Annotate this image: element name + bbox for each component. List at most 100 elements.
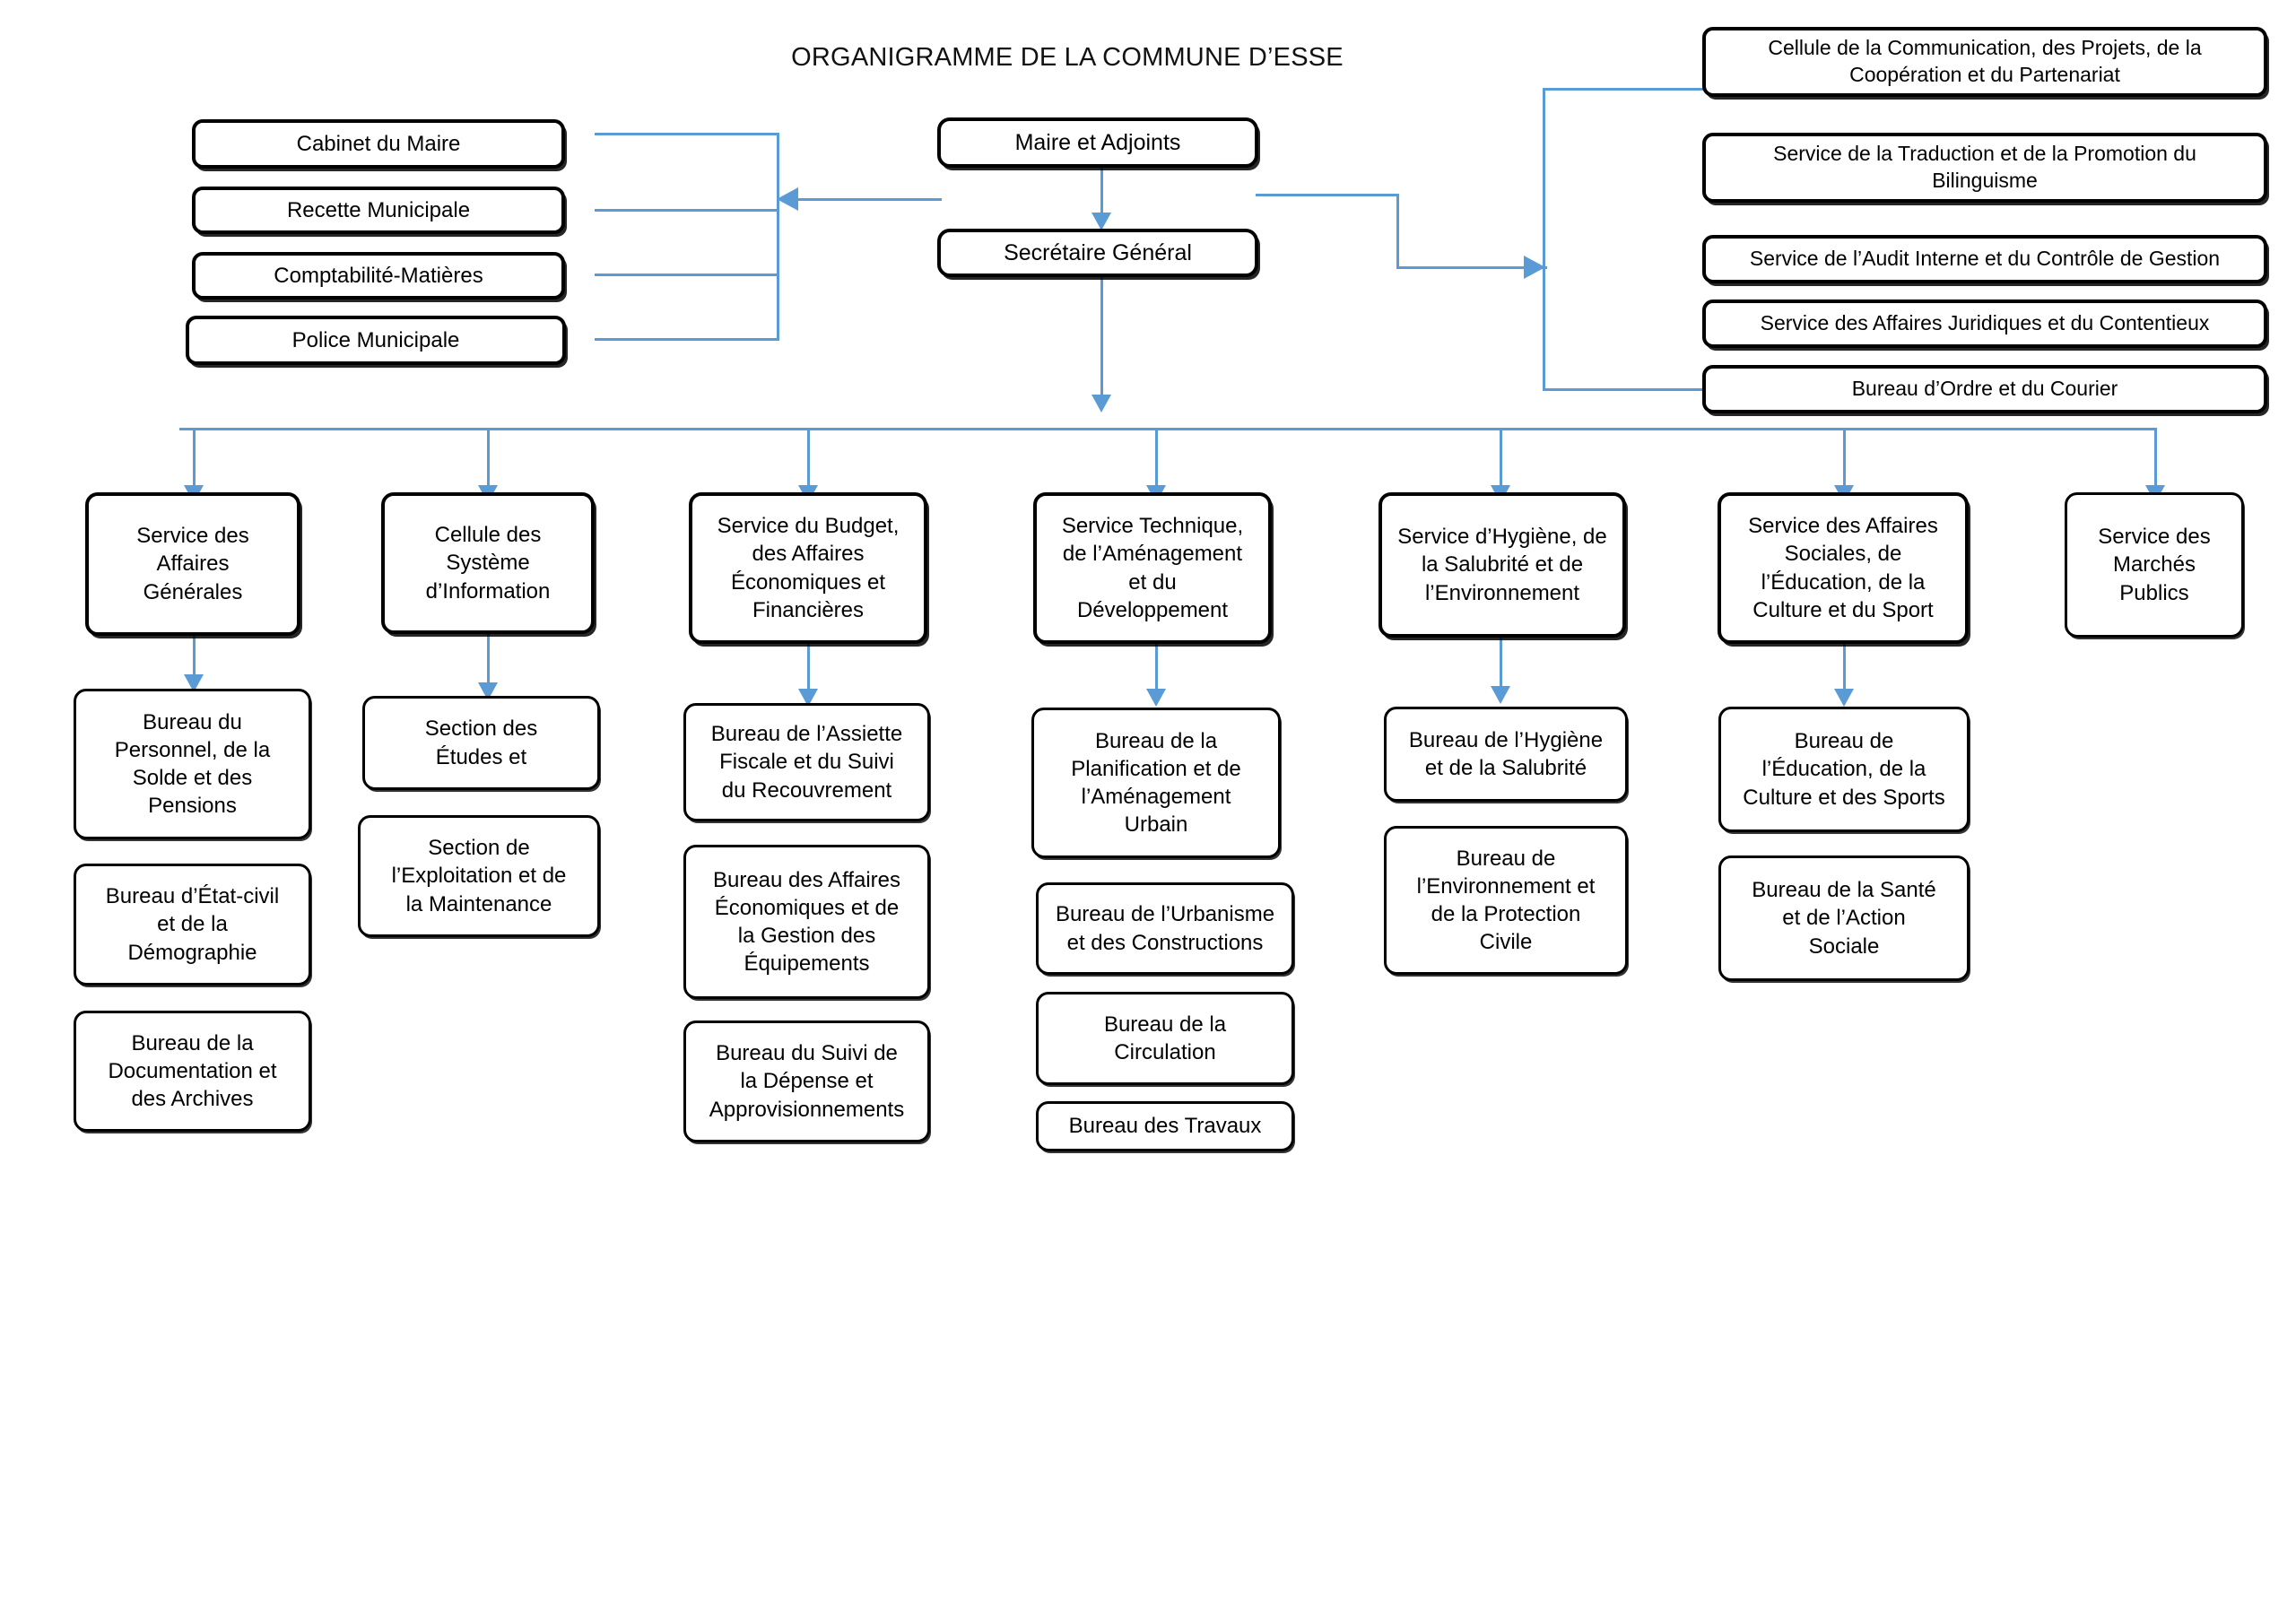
connector-maire-to-left-bus	[798, 198, 942, 201]
node-bureau-ordre-courier[interactable]: Bureau d’Ordre et du Courier	[1702, 365, 2267, 413]
node-bureau-planification-amenagement-urbain[interactable]: Bureau de la Planification et de l’Aména…	[1031, 708, 1281, 858]
node-label: Service Technique, de l’Aménagement et d…	[1061, 514, 1244, 622]
connector-service5-to-child1	[1500, 638, 1502, 693]
connector-right-bottom	[1543, 388, 1715, 391]
node-label: Bureau du Personnel, de la Solde et des …	[114, 709, 271, 819]
node-label: Service des Affaires Juridiques et du Co…	[1760, 311, 2210, 335]
connector-bus-to-service-5	[1500, 428, 1502, 492]
connector-service1-to-child1	[193, 636, 196, 682]
node-bureau-circulation[interactable]: Bureau de la Circulation	[1036, 992, 1294, 1085]
node-label: Bureau de l’Éducation, de la Culture et …	[1743, 729, 1945, 810]
node-label: Recette Municipale	[286, 197, 471, 222]
node-bureau-etat-civil-demographie[interactable]: Bureau d’État-civil et de la Démographie	[74, 864, 311, 986]
page-title: ORGANIGRAMME DE LA COMMUNE D’ESSE	[0, 43, 2296, 73]
node-label: Section de l’Exploitation et de la Maint…	[391, 836, 567, 916]
node-bureau-sante-action-sociale[interactable]: Bureau de la Santé et de l’Action Social…	[1718, 855, 1970, 981]
node-cellule-communication[interactable]: Cellule de la Communication, des Projets…	[1702, 27, 2267, 97]
node-label: Bureau d’Ordre et du Courier	[1851, 377, 2118, 401]
node-label: Bureau des Affaires Économiques et de la…	[712, 867, 901, 977]
node-label: Service des Affaires Générales	[136, 524, 249, 604]
connector-maire-to-right-leg1	[1256, 194, 1399, 196]
node-bureau-personnel-solde-pensions[interactable]: Bureau du Personnel, de la Solde et des …	[74, 689, 311, 839]
connector-bus-to-service-2	[487, 428, 490, 492]
node-service-affaires-juridiques[interactable]: Service des Affaires Juridiques et du Co…	[1702, 300, 2267, 348]
node-label: Section des Études et	[424, 716, 538, 769]
node-service-technique-amenagement[interactable]: Service Technique, de l’Aménagement et d…	[1033, 492, 1272, 644]
arrow-to-right-bus	[1524, 256, 1545, 279]
node-label: Bureau de l’Hygiène et de la Salubrité	[1408, 727, 1604, 780]
node-bureau-travaux[interactable]: Bureau des Travaux	[1036, 1101, 1294, 1151]
connector-sg-to-main-bus	[1100, 277, 1103, 403]
connector-bus-to-service-3	[807, 428, 810, 492]
node-label: Cellule de la Communication, des Projets…	[1768, 36, 2202, 86]
node-cabinet-du-maire[interactable]: Cabinet du Maire	[192, 119, 565, 169]
node-recette-municipale[interactable]: Recette Municipale	[192, 187, 565, 234]
node-police-municipale[interactable]: Police Municipale	[186, 316, 566, 365]
node-section-etudes[interactable]: Section des Études et	[362, 696, 600, 790]
node-section-exploitation-maintenance[interactable]: Section de l’Exploitation et de la Maint…	[358, 815, 600, 937]
node-label: Bureau de la Circulation	[1103, 1012, 1227, 1064]
node-maire-et-adjoints[interactable]: Maire et Adjoints	[937, 117, 1258, 168]
node-bureau-assiette-fiscale[interactable]: Bureau de l’Assiette Fiscale et du Suivi…	[683, 703, 930, 821]
connector-service3-to-child1	[807, 644, 810, 696]
connector-left-police	[595, 338, 779, 341]
node-bureau-education-culture-sports[interactable]: Bureau de l’Éducation, de la Culture et …	[1718, 707, 1970, 832]
node-bureau-affaires-economiques-equipements[interactable]: Bureau des Affaires Économiques et de la…	[683, 845, 930, 999]
node-bureau-hygiene-salubrite[interactable]: Bureau de l’Hygiène et de la Salubrité	[1384, 707, 1628, 802]
node-service-audit-interne[interactable]: Service de l’Audit Interne et du Contrôl…	[1702, 235, 2267, 283]
arrow-service5-to-child1	[1491, 686, 1510, 704]
arrow-maire-to-sg	[1091, 213, 1111, 230]
connector-bus-to-service-1	[193, 428, 196, 492]
node-label: Cabinet du Maire	[296, 131, 461, 156]
arrow-service4-to-child1	[1146, 689, 1166, 707]
connector-service2-to-child1	[487, 634, 490, 690]
node-label: Cellule des Système d’Information	[425, 523, 551, 604]
node-label: Bureau de la Documentation et des Archiv…	[108, 1030, 277, 1112]
node-comptabilite-matieres[interactable]: Comptabilité-Matières	[192, 252, 565, 300]
connector-bus-to-service-4	[1155, 428, 1158, 492]
connector-right-top	[1543, 88, 1715, 91]
node-label: Secrétaire Général	[1004, 239, 1192, 265]
connector-bus-to-service-7	[2154, 428, 2157, 492]
arrow-service1-to-child1	[184, 674, 204, 692]
connector-maire-to-right-leg2	[1396, 266, 1547, 269]
connector-maire-to-sg	[1100, 168, 1103, 218]
node-bureau-documentation-archives[interactable]: Bureau de la Documentation et des Archiv…	[74, 1011, 311, 1132]
arrow-service3-to-child1	[798, 689, 818, 707]
node-service-budget-affaires-economiques[interactable]: Service du Budget, des Affaires Économiq…	[689, 492, 927, 644]
node-label: Service du Budget, des Affaires Économiq…	[717, 514, 900, 622]
node-bureau-urbanisme-constructions[interactable]: Bureau de l’Urbanisme et des Constructio…	[1036, 882, 1294, 975]
node-label: Service d’Hygiène, de la Salubrité et de…	[1397, 525, 1607, 605]
node-label: Bureau de la Santé et de l’Action Social…	[1752, 878, 1936, 959]
node-bureau-environnement-protection-civile[interactable]: Bureau de l’Environnement et de la Prote…	[1384, 826, 1628, 975]
node-label: Service de la Traduction et de la Promot…	[1773, 142, 2196, 192]
arrow-service6-to-child1	[1834, 689, 1854, 707]
connector-left-bus-vertical	[777, 133, 779, 341]
node-service-affaires-generales[interactable]: Service des Affaires Générales	[85, 492, 300, 636]
node-service-marches-publics[interactable]: Service des Marchés Publics	[2065, 492, 2244, 638]
node-label: Police Municipale	[291, 327, 460, 352]
node-label: Bureau d’État-civil et de la Démographie	[105, 884, 280, 965]
node-cellule-systeme-information[interactable]: Cellule des Système d’Information	[381, 492, 595, 634]
node-secretaire-general[interactable]: Secrétaire Général	[937, 229, 1258, 277]
arrow-sg-to-main-bus	[1091, 395, 1111, 413]
connector-service4-to-child1	[1155, 644, 1158, 696]
node-label: Bureau de l’Assiette Fiscale et du Suivi…	[710, 722, 903, 803]
node-service-affaires-sociales[interactable]: Service des Affaires Sociales, de l’Éduc…	[1718, 492, 1969, 644]
connector-left-cabinet	[595, 133, 779, 135]
node-label: Service de l’Audit Interne et du Contrôl…	[1749, 247, 2221, 271]
node-label: Service des Marchés Publics	[2098, 525, 2211, 605]
node-label: Comptabilité-Matières	[274, 263, 483, 288]
connector-left-recette	[595, 209, 779, 212]
connector-left-comptabilite	[595, 274, 779, 276]
connector-service6-to-child1	[1843, 644, 1846, 696]
node-label: Bureau de la Planification et de l’Aména…	[1071, 728, 1241, 838]
arrow-to-left-bus	[777, 187, 798, 211]
connector-bus-to-service-6	[1843, 428, 1846, 492]
node-service-traduction-bilinguisme[interactable]: Service de la Traduction et de la Promot…	[1702, 133, 2267, 203]
page-title-text: ORGANIGRAMME DE LA COMMUNE D’ESSE	[791, 43, 1344, 72]
node-bureau-suivi-depense[interactable]: Bureau du Suivi de la Dépense et Approvi…	[683, 1020, 930, 1142]
node-label: Bureau du Suivi de la Dépense et Approvi…	[709, 1041, 905, 1122]
node-service-hygiene-salubrite[interactable]: Service d’Hygiène, de la Salubrité et de…	[1378, 492, 1626, 638]
